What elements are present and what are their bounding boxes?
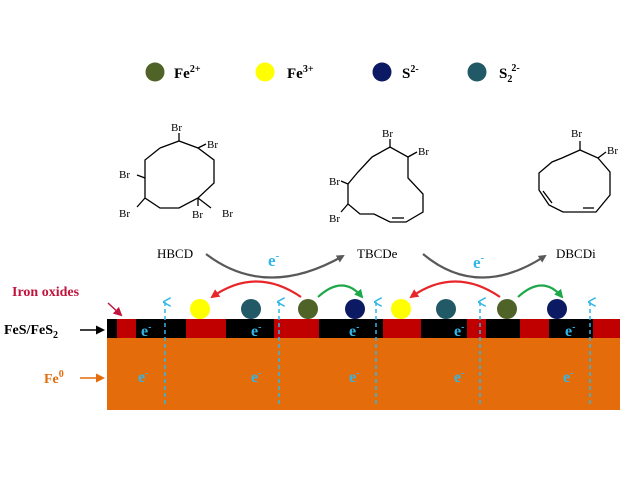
- fes-block: [226, 319, 274, 338]
- br-label: Br: [222, 208, 233, 220]
- reaction-arrow-hbcd-to-tbcde: [205, 253, 345, 279]
- iron-oxides-label: Iron oxides: [12, 285, 80, 300]
- surface-ions: [190, 299, 567, 319]
- br-label: Br: [192, 209, 203, 221]
- redox-arrow-green-1: [317, 284, 364, 299]
- molecule-name-hbcd: HBCD: [157, 246, 193, 261]
- hbcd-br-labels: Br Br Br Br Br Br: [119, 122, 233, 221]
- fes-block: [486, 319, 520, 338]
- br-label: Br: [607, 145, 618, 157]
- ion-s22: [436, 299, 456, 319]
- fes-black-blocks: [107, 319, 593, 338]
- electron-label-reaction-1: e-: [268, 250, 280, 270]
- redox-arrow-red-1: [210, 280, 302, 299]
- fes-block: [421, 319, 467, 338]
- br-label: Br: [119, 169, 130, 181]
- legend-fe3-dot: [255, 62, 275, 82]
- ion-s22: [241, 299, 261, 319]
- legend-s2-label: S2-: [402, 64, 419, 82]
- electron-label: e-: [251, 368, 261, 386]
- iron-oxides-pointer: [107, 302, 123, 317]
- legend-s22-dot: [467, 62, 487, 82]
- molecule-name-dbcdi: DBCDi: [556, 246, 596, 261]
- electron-label: e-: [565, 322, 575, 340]
- fes-block: [136, 319, 186, 338]
- reaction-arrow-tbcde-to-dbcdi: [422, 253, 547, 279]
- electron-label: e-: [251, 322, 261, 340]
- legend-s2-dot: [372, 62, 392, 82]
- fe0-layer: [107, 338, 620, 410]
- electron-labels-fes: e- e- e- e- e-: [141, 322, 575, 340]
- ion-fe2: [497, 299, 517, 319]
- br-label: Br: [171, 122, 182, 134]
- electron-label: e-: [454, 322, 464, 340]
- electron-label: e-: [454, 368, 464, 386]
- legend-s22-label: S22-: [499, 63, 520, 85]
- br-label: Br: [207, 139, 218, 151]
- fes-block: [107, 319, 117, 338]
- redox-arrow-red-2: [409, 280, 501, 299]
- ion-fe2: [298, 299, 318, 319]
- redox-arrow-green-2: [517, 284, 564, 299]
- electron-labels-fe0: e- e- e- e- e-: [138, 368, 573, 386]
- electron-transfer-arrows: [165, 302, 590, 404]
- ion-s2: [345, 299, 365, 319]
- tbcde-br-labels: Br Br Br Br: [329, 128, 429, 225]
- ion-fe3: [391, 299, 411, 319]
- br-label: Br: [571, 128, 582, 140]
- legend-fe3-label: Fe3+: [287, 64, 314, 82]
- ion-s2: [547, 299, 567, 319]
- molecule-tbcde: [340, 139, 424, 223]
- electron-label: e-: [138, 368, 148, 386]
- br-label: Br: [329, 213, 340, 225]
- legend-fe2-dot: [145, 62, 165, 82]
- electron-label: e-: [563, 368, 573, 386]
- br-label: Br: [382, 128, 393, 140]
- dbcdi-br-labels: Br Br: [571, 128, 618, 157]
- legend-fe2-label: Fe2+: [174, 64, 201, 82]
- electron-label-reaction-2: e-: [473, 252, 485, 272]
- fes-label: FeS/FeS2: [4, 323, 58, 341]
- br-label: Br: [329, 176, 340, 188]
- electron-label: e-: [349, 322, 359, 340]
- fe0-label: Fe0: [44, 369, 64, 387]
- molecule-dbcdi: [538, 141, 611, 213]
- br-label: Br: [418, 146, 429, 158]
- legend: Fe2+ Fe3+ S2- S22-: [145, 62, 520, 85]
- fes-block: [549, 319, 593, 338]
- molecule-name-tbcde: TBCDe: [357, 246, 398, 261]
- molecule-hbcd: [136, 133, 215, 209]
- ion-fe3: [190, 299, 210, 319]
- electron-label: e-: [141, 322, 151, 340]
- electron-label: e-: [349, 368, 359, 386]
- fes-block: [319, 319, 383, 338]
- br-label: Br: [119, 208, 130, 220]
